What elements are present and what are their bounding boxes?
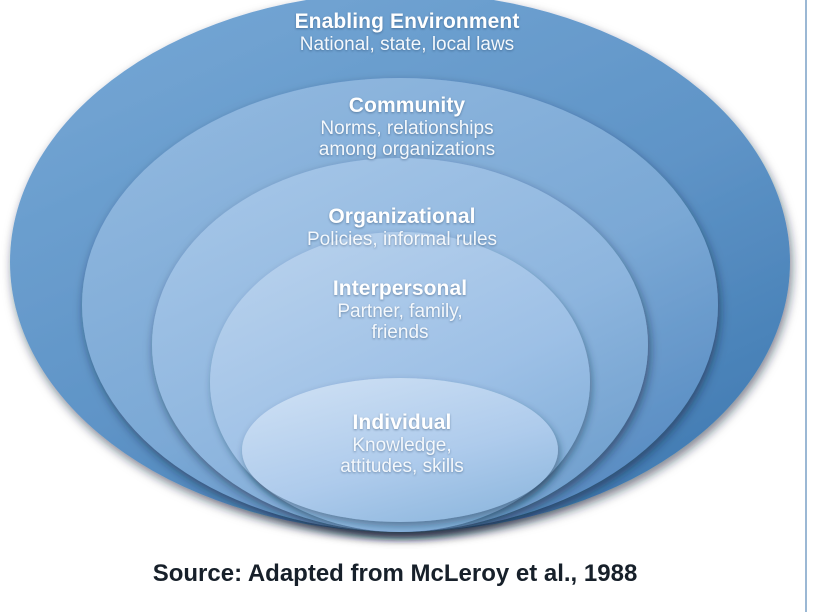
- ring-desc-enabling-environment: National, state, local laws: [299, 33, 515, 55]
- ring-desc-interpersonal: Partner, family, friends: [337, 300, 463, 343]
- ring-title-community: Community: [348, 94, 466, 117]
- ring-desc-organizational: Policies, informal rules: [306, 228, 498, 250]
- ring-label-interpersonal: Interpersonal Partner, family, friends: [240, 277, 560, 343]
- ring-individual: [242, 378, 558, 522]
- ring-desc-individual: Knowledge, attitudes, skills: [340, 434, 464, 477]
- slide-right-rule: [805, 0, 807, 612]
- ring-title-interpersonal: Interpersonal: [332, 277, 468, 300]
- ring-label-enabling-environment: Enabling Environment National, state, lo…: [207, 10, 607, 55]
- ring-label-organizational: Organizational Policies, informal rules: [232, 205, 572, 250]
- ring-label-community: Community Norms, relationships among org…: [222, 94, 592, 160]
- ring-desc-community: Norms, relationships among organizations: [318, 117, 496, 160]
- ring-title-individual: Individual: [352, 411, 452, 434]
- ring-label-individual: Individual Knowledge, attitudes, skills: [252, 411, 552, 477]
- ring-title-organizational: Organizational: [328, 205, 476, 228]
- ring-title-enabling-environment: Enabling Environment: [294, 10, 520, 33]
- source-caption: Source: Adapted from McLeroy et al., 198…: [152, 560, 638, 587]
